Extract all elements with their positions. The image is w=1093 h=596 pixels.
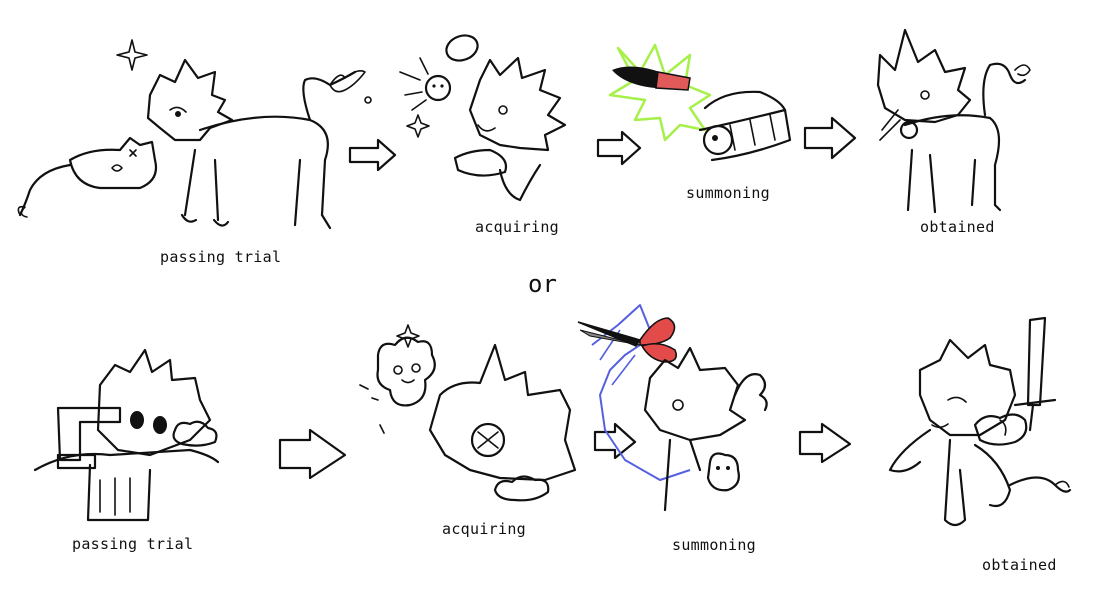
scissor-handle-icon (639, 317, 676, 346)
creature-head-icon (96, 348, 212, 457)
arrow-icon (278, 428, 347, 480)
row2-step1-illustration (33, 348, 220, 522)
ring-icon (445, 34, 479, 62)
spirit-icon (376, 336, 436, 407)
step-label: summoning (686, 184, 770, 202)
row1-step4-illustration (876, 28, 1031, 214)
arrow-icon (803, 116, 857, 160)
creature-head-icon (428, 343, 577, 482)
step-label: summoning (672, 536, 756, 554)
arrow-icon (596, 130, 642, 166)
step-label: passing trial (160, 248, 282, 266)
creature-head-icon (643, 346, 747, 442)
arrow-icon (798, 422, 852, 464)
spirit-icon (706, 452, 740, 492)
knife-handle-icon (655, 71, 691, 91)
bell-icon (424, 74, 452, 102)
creature-head-icon (468, 56, 567, 152)
row1-step3-illustration (608, 43, 792, 162)
row1-step2-illustration (399, 34, 567, 202)
scissor-blade-icon (577, 321, 642, 347)
row2-step2-illustration (359, 324, 577, 502)
creature-head-icon (876, 28, 972, 124)
row1-step1-illustration (17, 39, 372, 230)
sword-icon (1026, 316, 1047, 407)
defeated-creature-icon (68, 136, 158, 190)
bell-icon (899, 120, 919, 140)
step-label: obtained (982, 556, 1057, 574)
step-label: passing trial (72, 535, 194, 553)
step-label: acquiring (475, 218, 559, 236)
row2-step3-illustration (577, 304, 768, 512)
faucet-icon (56, 406, 122, 462)
step-label: acquiring (442, 520, 526, 538)
bell-icon (702, 124, 734, 156)
sparkle-icon (116, 39, 148, 71)
arrow-icon (593, 422, 637, 460)
glow-icon (591, 304, 691, 481)
spark-icon (608, 43, 712, 142)
or-separator: or (528, 270, 557, 298)
creature-head-icon (918, 338, 1017, 437)
step-label: obtained (920, 218, 995, 236)
arrow-icon (348, 138, 397, 172)
creature-head-icon (146, 58, 234, 142)
row2-step4-illustration (888, 316, 1072, 527)
